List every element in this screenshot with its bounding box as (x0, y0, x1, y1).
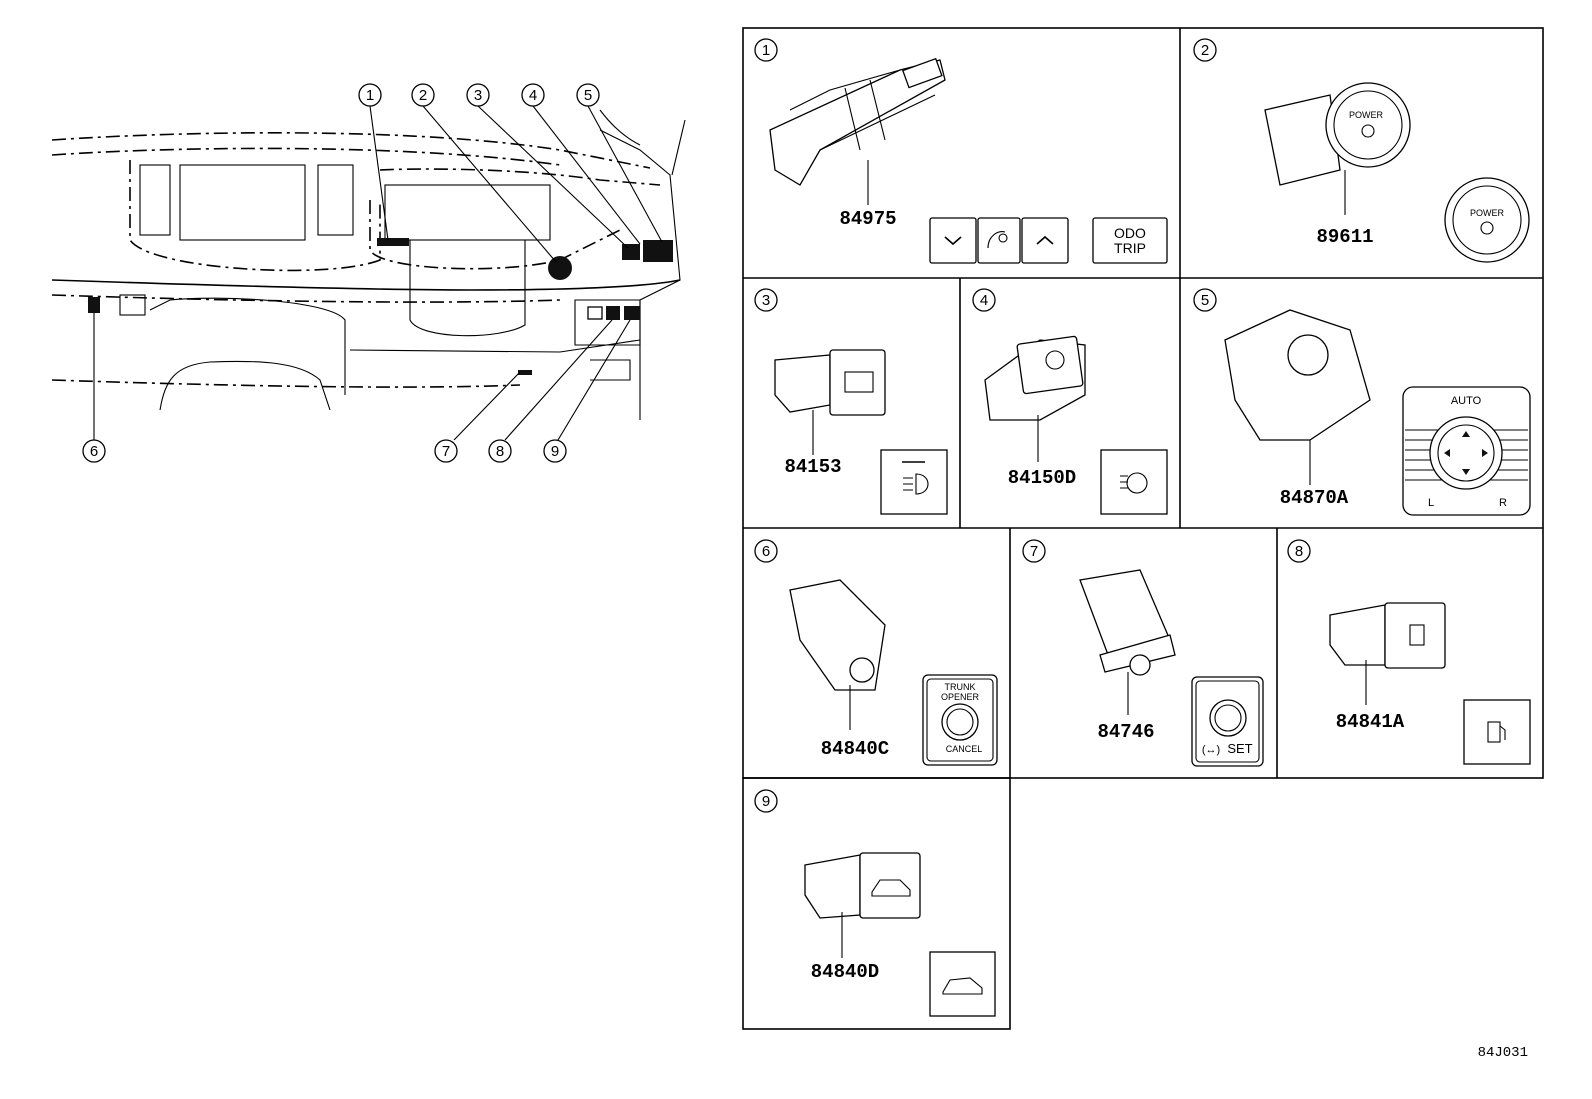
svg-text:L: L (1428, 497, 1434, 509)
callout-6: 6 (82, 439, 106, 463)
panel-4: 4 84150D (972, 288, 1168, 515)
svg-text:AUTO: AUTO (1451, 395, 1482, 407)
arrow-left-icon (1444, 449, 1450, 457)
part-number-84841A: 84841A (1336, 711, 1405, 733)
part-84153-drawing (774, 349, 886, 416)
switch-face-84153 (880, 449, 948, 515)
svg-text:1: 1 (762, 42, 770, 59)
svg-text:3: 3 (474, 87, 482, 104)
set-switch-face: (↔) SET (1191, 676, 1264, 767)
svg-text:POWER: POWER (1470, 208, 1505, 218)
svg-text:6: 6 (90, 443, 98, 460)
switch-face-84975: ODO TRIP (929, 217, 1168, 264)
brightness-icon (987, 231, 1006, 249)
part-number-89611: 89611 (1316, 226, 1373, 248)
part-84841A-drawing (1329, 602, 1446, 669)
callout-4: 4 (521, 83, 545, 107)
svg-text:ODO: ODO (1114, 225, 1146, 241)
part-number-84840C: 84840C (821, 738, 889, 760)
headlamp-cleaner-icon (1045, 350, 1065, 370)
trunk-opener-face: TRUNK OPENER CANCEL (922, 674, 998, 766)
panel-1: 1 84975 ODO TRIP (754, 38, 1168, 264)
part-84975-drawing (769, 57, 946, 186)
panel-8: 8 84841A (1287, 539, 1531, 765)
svg-text:8: 8 (496, 443, 504, 460)
svg-text:TRIP: TRIP (1114, 240, 1146, 256)
part-84840C-drawing (789, 579, 886, 691)
part-number-84975: 84975 (839, 208, 896, 230)
svg-text:TRUNK: TRUNK (945, 682, 976, 692)
svg-text:1: 1 (366, 87, 374, 104)
panel-3: 3 84153 (754, 288, 948, 515)
headlamp-leveling-icon (903, 477, 913, 491)
parts-grid (742, 27, 1544, 1030)
svg-text:OPENER: OPENER (941, 692, 980, 702)
callout-5: 5 (576, 83, 600, 107)
svg-text:7: 7 (442, 443, 450, 460)
trunk-car-icon (942, 977, 983, 995)
trunk-car-icon (871, 879, 911, 897)
fuel-pump-icon (1487, 721, 1501, 743)
switch-face-84150D (1100, 449, 1168, 515)
panel-9: 9 84840D (754, 789, 996, 1017)
svg-text:9: 9 (762, 793, 770, 810)
part-89611-drawing: POWER (1264, 82, 1411, 186)
svg-text:POWER: POWER (1349, 110, 1384, 120)
svg-text:CANCEL: CANCEL (946, 744, 983, 754)
figure-code: 84J031 (1478, 1045, 1528, 1061)
power-icon (1361, 124, 1375, 138)
part-84840D-drawing (804, 852, 921, 919)
panel-6: 6 84840C TRUNK OPENER CANCEL (754, 539, 998, 766)
svg-text:2: 2 (1201, 42, 1209, 59)
svg-text:4: 4 (980, 292, 988, 309)
dashboard-overview: 1 2 3 4 5 6 7 8 9 (51, 83, 686, 463)
fuel-door-icon (1409, 624, 1425, 646)
distance-icon: (↔) (1202, 744, 1220, 756)
part-84870A-drawing (1224, 309, 1371, 441)
panel-5: 5 84870A AUTO L R (1193, 288, 1531, 516)
svg-text:8: 8 (1295, 543, 1303, 560)
callout-8: 8 (488, 439, 512, 463)
svg-text:9: 9 (551, 443, 559, 460)
power-icon (1480, 221, 1494, 235)
arrow-up-icon (1462, 431, 1470, 437)
panel-7: 7 84746 (↔) SET (1022, 539, 1264, 767)
part-number-84746: 84746 (1097, 721, 1154, 743)
svg-text:SET: SET (1227, 741, 1252, 756)
svg-text:5: 5 (584, 87, 592, 104)
mirror-switch-face: AUTO L R (1402, 386, 1531, 516)
part-number-84870A: 84870A (1280, 487, 1349, 509)
panel-2: 2 POWER 89611 POWER (1193, 38, 1530, 263)
svg-text:7: 7 (1030, 543, 1038, 560)
svg-text:R: R (1499, 497, 1507, 509)
callout-9: 9 (543, 439, 567, 463)
svg-text:4: 4 (529, 87, 537, 104)
chevron-down-icon (944, 236, 962, 246)
power-button-face: POWER (1444, 177, 1530, 263)
fuel-switch-face (1463, 699, 1531, 765)
callout-3: 3 (466, 83, 490, 107)
trunk-switch-face (929, 951, 996, 1017)
part-number-84840D: 84840D (811, 961, 879, 983)
callout-2: 2 (411, 83, 435, 107)
callout-7: 7 (434, 439, 458, 463)
arrow-down-icon (1462, 469, 1470, 475)
chevron-up-icon (1036, 235, 1054, 245)
headlamp-cleaner-icon (1126, 472, 1148, 494)
part-84150D-drawing (984, 335, 1086, 421)
part-number-84150D: 84150D (1008, 467, 1076, 489)
svg-text:3: 3 (762, 292, 770, 309)
callout-1: 1 (358, 83, 382, 107)
svg-text:2: 2 (419, 87, 427, 104)
svg-text:6: 6 (762, 543, 770, 560)
arrow-right-icon (1482, 449, 1488, 457)
svg-text:5: 5 (1201, 292, 1209, 309)
part-84746-drawing (1079, 569, 1176, 676)
part-number-84153: 84153 (784, 456, 841, 478)
